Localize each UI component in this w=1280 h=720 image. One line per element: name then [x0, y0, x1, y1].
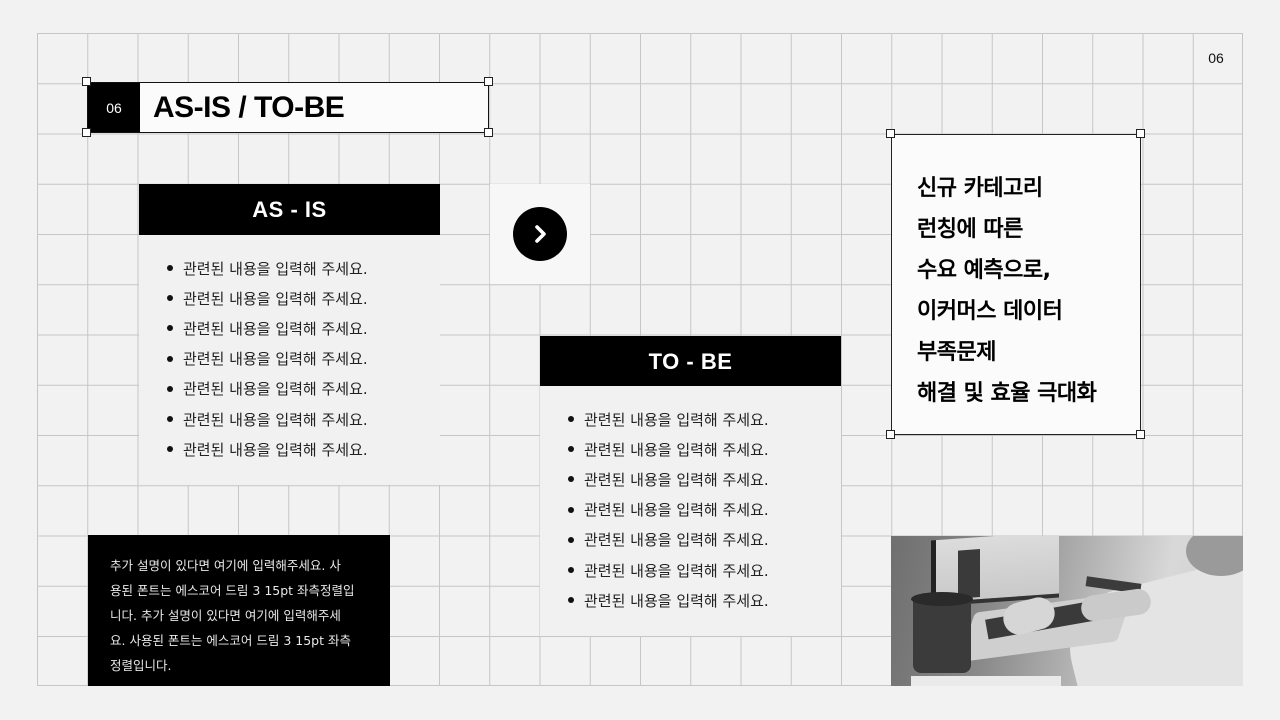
chevron-right-icon — [535, 225, 546, 243]
resize-handle-top-right[interactable] — [484, 77, 493, 86]
list-item: 관련된 내용을 입력해 주세요. — [139, 283, 440, 313]
list-item: 관련된 내용을 입력해 주세요. — [540, 585, 841, 615]
list-item: 관련된 내용을 입력해 주세요. — [139, 253, 440, 283]
laptop-typing-photo — [891, 536, 1243, 686]
callout-line: 이커머스 데이터 — [917, 299, 1063, 324]
page-number: 06 — [1208, 50, 1224, 66]
resize-handle-bottom-left[interactable] — [82, 128, 91, 137]
bullet-icon — [167, 325, 173, 332]
to-be-list: 관련된 내용을 입력해 주세요. 관련된 내용을 입력해 주세요. 관련된 내용… — [540, 404, 841, 615]
to-be-list-panel: 관련된 내용을 입력해 주세요. 관련된 내용을 입력해 주세요. 관련된 내용… — [540, 386, 841, 636]
photo-mug — [913, 598, 971, 673]
bullet-icon — [568, 597, 574, 604]
list-item: 관련된 내용을 입력해 주세요. — [139, 434, 440, 464]
resize-handle-top-right[interactable] — [1136, 129, 1145, 138]
note-line: 추가 설명이 있다면 여기에 입력해주세요. 사 — [110, 558, 341, 573]
bullet-icon — [167, 355, 173, 362]
note-line: 정렬입니다. — [110, 658, 172, 673]
callout-line: 런칭에 따른 — [917, 217, 1023, 242]
bullet-icon — [167, 265, 173, 272]
resize-handle-bottom-left[interactable] — [886, 430, 895, 439]
to-be-heading: TO - BE — [540, 336, 841, 387]
callout-line: 해결 및 효율 극대화 — [917, 381, 1097, 406]
list-item: 관련된 내용을 입력해 주세요. — [139, 374, 440, 404]
resize-handle-bottom-right[interactable] — [484, 128, 493, 137]
photo-paper — [911, 676, 1061, 686]
photo-mug-rim — [911, 592, 973, 606]
page-title: AS-IS / TO-BE — [153, 90, 345, 124]
resize-handle-bottom-right[interactable] — [1136, 430, 1145, 439]
note-line: 요. 사용된 폰트는 에스코어 드림 3 15pt 좌측 — [110, 633, 351, 648]
list-item: 관련된 내용을 입력해 주세요. — [540, 404, 841, 434]
title-box[interactable]: 06 AS-IS / TO-BE — [87, 82, 489, 133]
list-item: 관련된 내용을 입력해 주세요. — [139, 404, 440, 434]
description-note-box: 추가 설명이 있다면 여기에 입력해주세요. 사 용된 폰트는 에스코어 드림 … — [88, 535, 390, 686]
list-item: 관련된 내용을 입력해 주세요. — [540, 495, 841, 525]
key-message-callout[interactable]: 신규 카테고리 런칭에 따른 수요 예측으로, 이커머스 데이터 부족문제 해결… — [891, 134, 1141, 435]
note-line: 니다. 추가 설명이 있다면 여기에 입력해주세 — [110, 608, 341, 623]
list-item: 관련된 내용을 입력해 주세요. — [540, 434, 841, 464]
bullet-icon — [167, 295, 173, 302]
bullet-icon — [167, 385, 173, 392]
list-item: 관련된 내용을 입력해 주세요. — [139, 313, 440, 343]
note-line: 용된 폰트는 에스코어 드림 3 15pt 좌측정렬입 — [110, 583, 355, 598]
bullet-icon — [167, 446, 173, 453]
callout-line: 부족문제 — [917, 340, 996, 365]
resize-handle-top-left[interactable] — [886, 129, 895, 138]
bullet-icon — [568, 536, 574, 543]
as-is-heading: AS - IS — [139, 184, 440, 235]
callout-line: 수요 예측으로, — [917, 258, 1051, 283]
section-number-badge: 06 — [88, 83, 140, 132]
bullet-icon — [167, 416, 173, 423]
callout-line: 신규 카테고리 — [917, 176, 1043, 201]
bullet-icon — [568, 476, 574, 483]
list-item: 관련된 내용을 입력해 주세요. — [540, 525, 841, 555]
as-is-list: 관련된 내용을 입력해 주세요. 관련된 내용을 입력해 주세요. 관련된 내용… — [139, 253, 440, 464]
list-item: 관련된 내용을 입력해 주세요. — [540, 555, 841, 585]
arrow-box — [490, 184, 590, 284]
resize-handle-top-left[interactable] — [82, 77, 91, 86]
chevron-right-circle-icon — [513, 207, 567, 261]
as-is-list-panel: 관련된 내용을 입력해 주세요. 관련된 내용을 입력해 주세요. 관련된 내용… — [139, 235, 440, 485]
bullet-icon — [568, 506, 574, 513]
list-item: 관련된 내용을 입력해 주세요. — [540, 464, 841, 494]
bullet-icon — [568, 446, 574, 453]
bullet-icon — [568, 567, 574, 574]
list-item: 관련된 내용을 입력해 주세요. — [139, 344, 440, 374]
bullet-icon — [568, 416, 574, 423]
